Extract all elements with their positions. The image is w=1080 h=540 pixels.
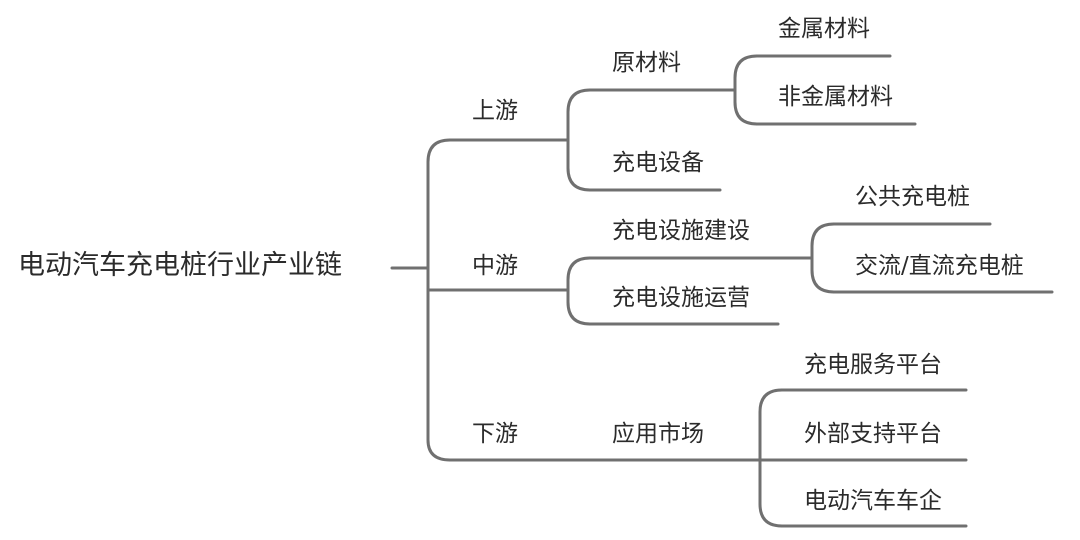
node-jinshucailiao: 金属材料 (778, 16, 870, 42)
node-chongdiansheshiyunying: 充电设施运营 (612, 285, 750, 311)
zhongyou-bracket (566, 256, 592, 326)
node-chongdianfuwupingtai: 充电服务平台 (804, 352, 942, 378)
jianshe-bracket (810, 222, 836, 294)
node-diandongqichecheqi: 电动汽车车企 (804, 488, 942, 514)
node-xiayou: 下游 (472, 421, 518, 447)
node-yuancailiao: 原材料 (612, 50, 681, 76)
node-chongdianshebei: 充电设备 (612, 150, 704, 176)
shangyou-bracket (566, 88, 592, 192)
node-shangyou: 上游 (472, 98, 518, 124)
level1-trunk (426, 138, 452, 462)
node-gonggongchongdianzhuang: 公共充电桩 (855, 184, 970, 210)
node-zhongyou: 中游 (472, 253, 518, 279)
yingyong-bracket (758, 388, 784, 528)
node-chongdiansheshijianshe: 充电设施建设 (612, 218, 750, 244)
node-feijinshucailiao: 非金属材料 (778, 84, 893, 110)
yuancailiao-bracket (733, 54, 759, 126)
node-yingyongshichang: 应用市场 (612, 421, 704, 447)
node-waibuzhichipingtai: 外部支持平台 (804, 421, 942, 447)
root-node: 电动汽车充电桩行业产业链 (18, 250, 342, 281)
node-jiaoliuzhiliuchongdianzhuang: 交流/直流充电桩 (855, 253, 1024, 279)
